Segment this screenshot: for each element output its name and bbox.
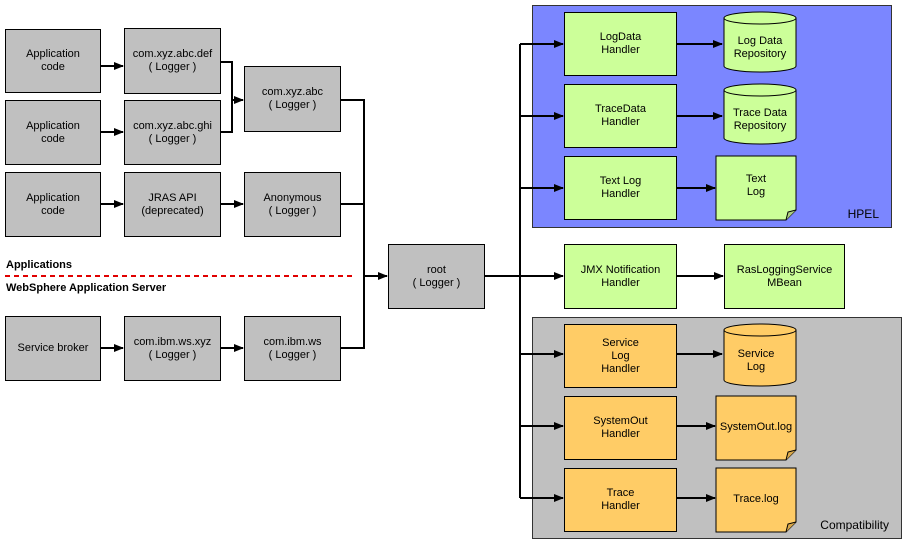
compatibility-label: Compatibility xyxy=(820,518,889,532)
logger-com-ibm-ws: com.ibm.ws ( Logger ) xyxy=(244,316,341,381)
applications-section-label: Applications xyxy=(6,259,73,271)
log-data-repository-line1: Log Data xyxy=(738,35,784,47)
trace-data-repository-line2: Repository xyxy=(734,120,787,132)
logger-com-xyz-abc: com.xyz.abc ( Logger ) xyxy=(244,66,341,132)
service-log-line2: Log xyxy=(747,361,765,373)
trace-data-repository-cylinder: Trace Data Repository xyxy=(723,83,797,145)
jras-api-box: JRAS API (deprecated) xyxy=(124,172,221,237)
trace-log-document: Trace.log xyxy=(715,467,797,533)
logger-com-xyz-abc-def: com.xyz.abc.def ( Logger ) xyxy=(124,28,221,94)
text-log-document: Text Log xyxy=(715,155,797,221)
systemout-log-document: SystemOut.log xyxy=(715,395,797,461)
merge-bracket xyxy=(220,61,233,133)
trace-log-label: Trace.log xyxy=(733,493,778,505)
service-log-cylinder: Service Log xyxy=(723,323,797,387)
text-log-line2: Log xyxy=(747,186,765,198)
websphere-section-label: WebSphere Application Server xyxy=(6,282,167,294)
trace-handler-box: Trace Handler xyxy=(564,468,677,532)
text-log-line1: Text xyxy=(746,173,766,185)
logger-com-xyz-abc-ghi: com.xyz.abc.ghi ( Logger ) xyxy=(124,100,221,165)
anonymous-logger-box: Anonymous ( Logger ) xyxy=(244,172,341,237)
text-log-handler-box: Text Log Handler xyxy=(564,156,677,220)
tracedata-handler-box: TraceData Handler xyxy=(564,84,677,148)
root-logger-box: root ( Logger ) xyxy=(388,244,485,309)
logdata-handler-box: LogData Handler xyxy=(564,12,677,76)
application-code-box-1: Application code xyxy=(5,29,101,93)
log-data-repository-cylinder: Log Data Repository xyxy=(723,11,797,73)
ras-logging-service-mbean-box: RasLoggingService MBean xyxy=(724,244,845,309)
trace-data-repository-line1: Trace Data xyxy=(733,107,788,119)
loggers-collector xyxy=(340,99,365,349)
jmx-notification-handler-box: JMX Notification Handler xyxy=(564,244,677,309)
application-code-box-3: Application code xyxy=(5,172,101,237)
service-broker-box: Service broker xyxy=(5,316,101,381)
systemout-handler-box: SystemOut Handler xyxy=(564,396,677,460)
service-log-line1: Service xyxy=(738,348,775,360)
hpel-label: HPEL xyxy=(847,207,879,221)
log-data-repository-line2: Repository xyxy=(734,48,787,60)
application-code-box-2: Application code xyxy=(5,100,101,165)
service-log-handler-box: Service Log Handler xyxy=(564,324,677,388)
systemout-log-label: SystemOut.log xyxy=(720,421,792,433)
logger-com-ibm-ws-xyz: com.ibm.ws.xyz ( Logger ) xyxy=(124,316,221,381)
